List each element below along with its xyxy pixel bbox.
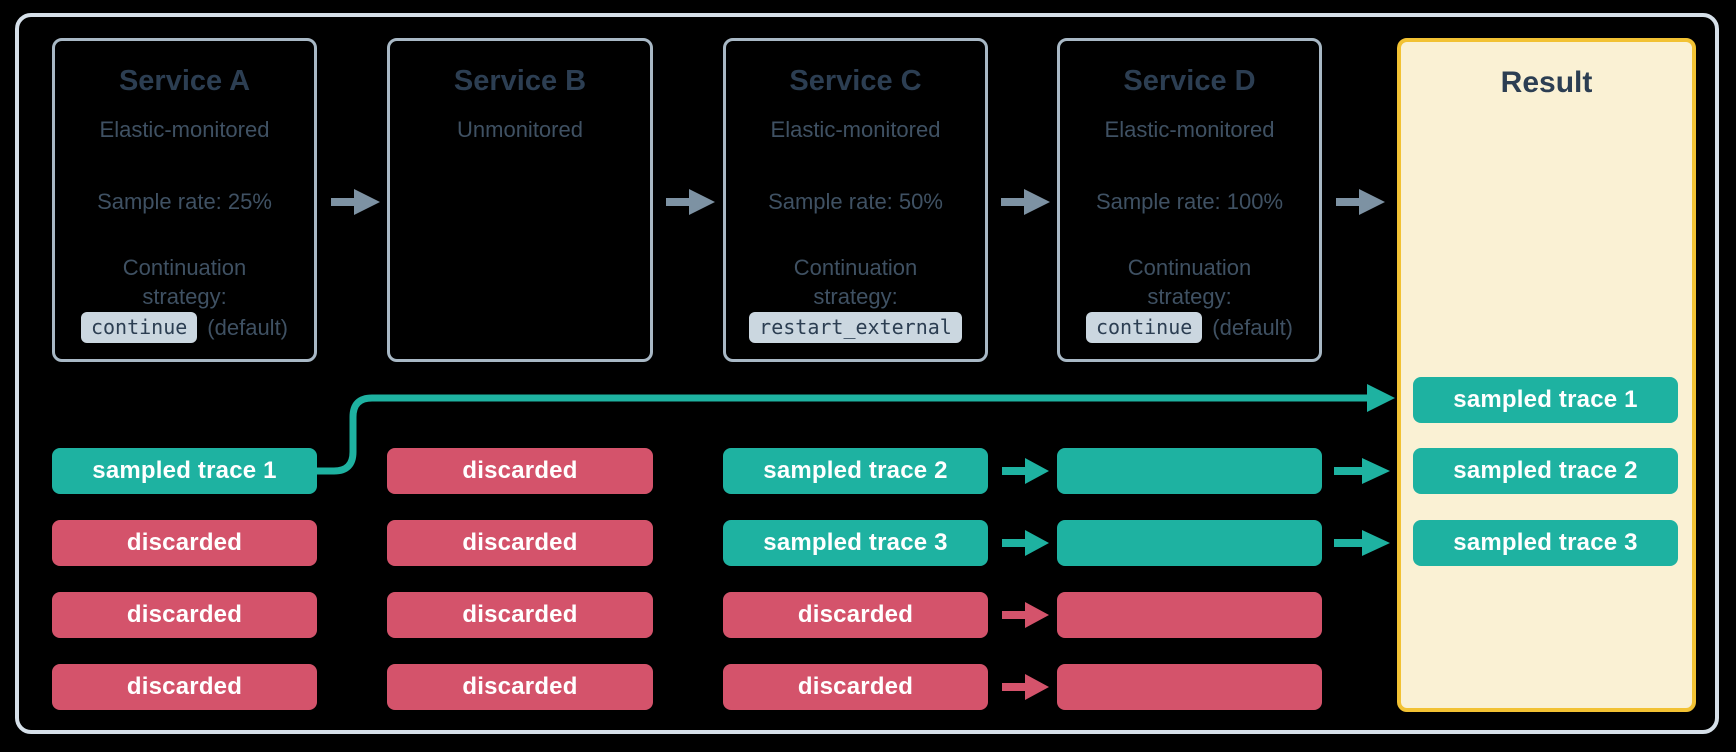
result-box: Result — [1397, 38, 1696, 712]
strategy-chip: continue — [1085, 312, 1203, 343]
trace-box: discarded — [387, 520, 653, 566]
result-title: Result — [1500, 66, 1593, 99]
service-box-d: Service D Elastic-monitored Sample rate:… — [1057, 38, 1322, 362]
service-sample-rate: Sample rate: 50% — [768, 189, 943, 214]
service-subtitle: Elastic-monitored — [99, 117, 270, 142]
service-strategy-row: continue (default) — [1060, 312, 1319, 343]
trace-box: discarded — [723, 592, 988, 638]
service-strategy-label: Continuation strategy: — [122, 255, 247, 309]
service-title: Service A — [118, 65, 251, 97]
service-strategy-row: continue (default) — [55, 312, 314, 343]
trace-box — [1057, 592, 1322, 638]
result-trace-box: sampled trace 1 — [1413, 377, 1678, 423]
trace-box: sampled trace 2 — [723, 448, 988, 494]
service-strategy-label: Continuation strategy: — [1127, 255, 1252, 309]
result-trace-box: sampled trace 2 — [1413, 448, 1678, 494]
service-subtitle: Elastic-monitored — [1104, 117, 1275, 142]
trace-box — [1057, 664, 1322, 710]
trace-box: discarded — [52, 520, 317, 566]
service-subtitle: Unmonitored — [457, 117, 583, 142]
trace-box: sampled trace 3 — [723, 520, 988, 566]
result-trace-box: sampled trace 3 — [1413, 520, 1678, 566]
service-title: Service C — [789, 65, 922, 97]
service-subtitle: Elastic-monitored — [770, 117, 941, 142]
trace-box — [1057, 448, 1322, 494]
outer-frame — [15, 13, 1719, 734]
service-sample-rate: Sample rate: 25% — [97, 189, 272, 214]
strategy-chip: restart_external — [749, 312, 962, 343]
service-title: Service B — [453, 65, 587, 97]
trace-box: discarded — [387, 592, 653, 638]
trace-box: discarded — [52, 592, 317, 638]
service-sample-rate: Sample rate: 100% — [1095, 189, 1284, 214]
service-box-a: Service A Elastic-monitored Sample rate:… — [52, 38, 317, 362]
trace-box — [1057, 520, 1322, 566]
service-box-c: Service C Elastic-monitored Sample rate:… — [723, 38, 988, 362]
trace-box: discarded — [52, 664, 317, 710]
service-box-b: Service B Unmonitored — [387, 38, 653, 362]
strategy-default-note: (default) — [207, 314, 289, 340]
strategy-default-note: (default) — [1212, 314, 1294, 340]
trace-box: discarded — [387, 664, 653, 710]
strategy-chip: continue — [80, 312, 198, 343]
trace-box: discarded — [723, 664, 988, 710]
trace-box: sampled trace 1 — [52, 448, 317, 494]
service-strategy-label: Continuation strategy: — [793, 255, 918, 309]
service-strategy-row: restart_external — [726, 312, 985, 343]
service-title: Service D — [1123, 65, 1256, 97]
trace-box: discarded — [387, 448, 653, 494]
